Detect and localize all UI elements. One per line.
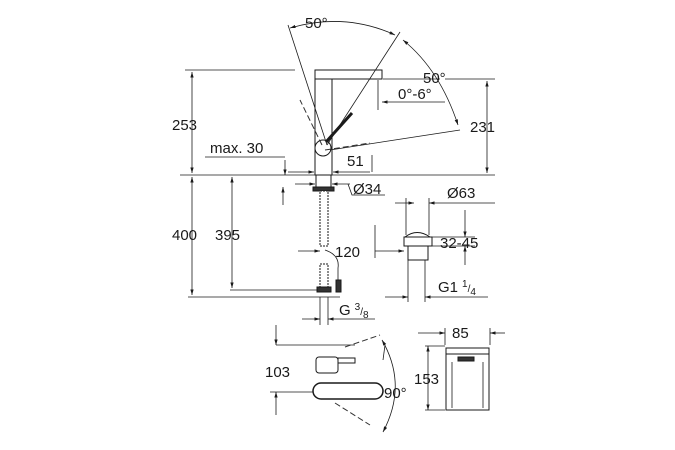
rotation-label: 90° [384,385,407,402]
hose-length-label: 400 [172,227,197,244]
swing-angle-label: 50° [305,15,328,32]
side-view: 50° 50° 0°-6° 253 231 max. 30 51 Ø34 [172,15,495,198]
faucet-spout [314,69,383,80]
depth-label: 103 [265,364,290,381]
height-total-label: 253 [172,117,197,134]
body-diameter-label: Ø34 [353,181,381,198]
box-width-label: 85 [452,325,469,342]
lever [324,111,354,144]
deck-range-label: 32-45 [440,235,478,252]
height-outlet-label: 231 [470,119,495,136]
spout-tilt-label: 0°-6° [398,86,432,103]
hose-depth-label: 395 [215,227,240,244]
lever-angle-label: 50° [423,70,446,87]
projection-label: 51 [347,153,364,170]
box-view: 85 153 [414,325,505,411]
hose-offset-label: 120 [335,244,360,261]
waste-diameter-label: Ø63 [447,185,475,202]
top-view: 103 90° [265,325,407,433]
max-deck-label: max. 30 [210,140,263,157]
box-height-label: 153 [414,371,439,388]
faucet-body [314,69,333,176]
